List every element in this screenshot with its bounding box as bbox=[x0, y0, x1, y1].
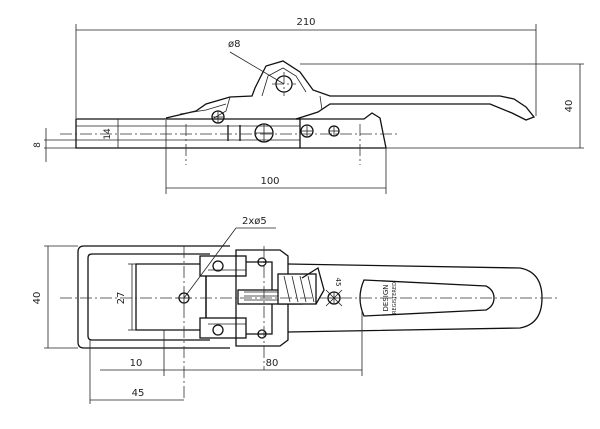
dim-210-label: 210 bbox=[296, 17, 315, 28]
dim-offset: 10 bbox=[100, 330, 184, 376]
dim-mounting-span: 100 bbox=[165, 120, 387, 194]
side-lever-body bbox=[165, 60, 536, 121]
side-view: 210 ø8 40 8 14 bbox=[33, 17, 584, 194]
dim-27-label: 27 bbox=[116, 292, 127, 305]
top-base-plate bbox=[135, 263, 207, 331]
dim-base-thickness: 8 bbox=[33, 128, 76, 162]
dim-8-left-label: 8 bbox=[33, 142, 43, 148]
dim-overall-length: 210 bbox=[75, 17, 537, 118]
dim-80-label: 80 bbox=[266, 358, 279, 369]
dim-14-label: 14 bbox=[103, 128, 113, 140]
dim-45-detail-label: 45 bbox=[334, 278, 342, 287]
dim-width: 40 bbox=[32, 245, 78, 349]
dim-holes: 2xø5 bbox=[183, 216, 276, 299]
dim-hook-height: 14 bbox=[103, 119, 119, 148]
dim-hole-spacing: 80 bbox=[184, 310, 363, 376]
dim-40-left-label: 40 bbox=[32, 292, 43, 305]
top-loop-outer bbox=[77, 245, 230, 349]
dim-10-label: 10 bbox=[130, 358, 143, 369]
top-loop-inner bbox=[87, 253, 210, 341]
dim-hole-to-end: 45 bbox=[89, 340, 184, 404]
top-view: DESIGN REGISTERED 2xø5 40 27 bbox=[32, 216, 560, 404]
dim-inner-width: 27 bbox=[116, 263, 136, 331]
dim-45-label: 45 bbox=[132, 388, 145, 399]
dim-pin-diameter: ø8 bbox=[228, 39, 285, 85]
top-lever-housing bbox=[235, 249, 289, 347]
dim-8-label: ø8 bbox=[228, 39, 240, 50]
dim-40-right-label: 40 bbox=[564, 100, 575, 113]
dim-handle-detail: 45 bbox=[334, 278, 342, 287]
top-handle-slot bbox=[359, 279, 495, 317]
dim-2x5-label: 2xø5 bbox=[242, 216, 267, 227]
dim-height: 40 bbox=[300, 63, 584, 149]
side-hook-plate bbox=[296, 112, 387, 149]
dim-100-label: 100 bbox=[260, 176, 279, 187]
